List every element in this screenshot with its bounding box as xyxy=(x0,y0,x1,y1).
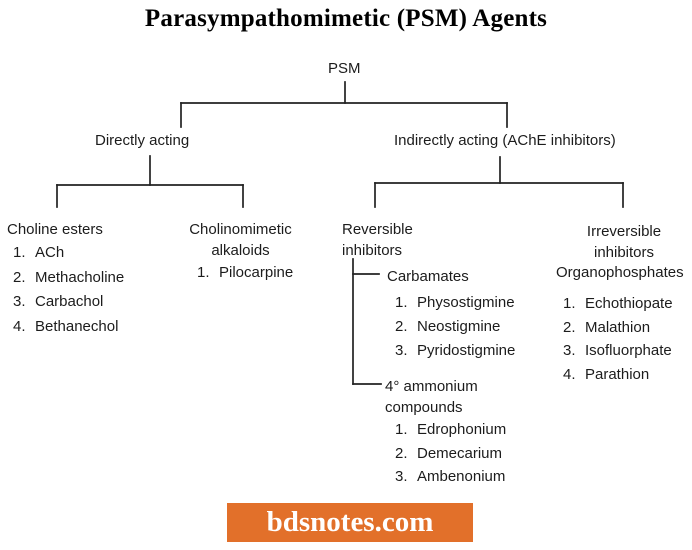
item-number: 1. xyxy=(395,294,408,311)
list-item: 3. Isofluorphate xyxy=(563,339,673,363)
list-item: 2. Methacholine xyxy=(13,266,124,291)
item-name: Parathion xyxy=(585,366,650,384)
list-item: 3. Ambenonium xyxy=(395,465,506,489)
item-name: Pyridostigmine xyxy=(417,342,516,359)
heading-carbamates: Carbamates xyxy=(387,268,469,285)
item-number: 3. xyxy=(395,468,408,485)
ammonium-compounds-list: 1. Edrophonium 2. Demecarium 3. Ambenonium xyxy=(395,418,506,489)
heading-irreversible-inhibitors: Irreversible inhibitors xyxy=(586,223,662,261)
list-item: 3. Carbachol xyxy=(13,290,124,315)
heading-organophosphates: Organophosphates xyxy=(556,264,684,281)
item-number: 4. xyxy=(13,318,26,336)
item-name: Ambenonium xyxy=(417,468,506,485)
item-name: Pilocarpine xyxy=(219,264,294,281)
item-number: 1. xyxy=(395,421,408,438)
item-number: 4. xyxy=(563,366,576,384)
item-number: 1. xyxy=(13,244,26,261)
item-number: 1. xyxy=(563,295,576,312)
choline-esters-list: 1. ACh 2. Methacholine 3. Carbachol 4. Betha… xyxy=(13,241,124,340)
item-name: Methacholine xyxy=(35,268,125,286)
list-item: 3. Pyridostigmine xyxy=(395,339,515,363)
item-number: 2. xyxy=(395,318,408,335)
item-name: Isofluorphate xyxy=(585,342,672,360)
list-item: 4. Parathion xyxy=(563,363,673,387)
heading-cholinomimetic-alkaloids: Cholinomimetic alkaloids xyxy=(189,221,292,259)
list-item: 2. Neostigmine xyxy=(395,315,515,339)
list-item: 1. ACh xyxy=(13,241,124,266)
item-number: 2. xyxy=(13,268,26,286)
item-name: Malathion xyxy=(585,318,651,336)
item-name: ACh xyxy=(35,244,65,261)
item-number: 3. xyxy=(395,342,408,359)
watermark-text: bdsnotes.com xyxy=(266,506,434,538)
item-name: Echothiopate xyxy=(585,295,673,312)
heading-reversible-inhibitors: Reversible inhibitors xyxy=(342,221,413,259)
list-item: 2. Malathion xyxy=(563,316,673,340)
list-item: 1. Edrophonium xyxy=(395,418,506,442)
node-psm: PSM xyxy=(328,60,361,77)
list-item: 1. Echothiopate xyxy=(563,292,673,316)
item-name: Carbachol xyxy=(35,293,104,311)
list-item: 1. Pilocarpine xyxy=(197,261,293,286)
heading-choline-esters: Choline esters xyxy=(7,221,103,238)
item-name: Physostigmine xyxy=(417,294,515,311)
page-title: Parasympathomimetic (PSM) Agents xyxy=(144,5,548,32)
item-number: 3. xyxy=(563,342,576,360)
item-number: 3. xyxy=(13,293,26,311)
carbamates-list: 1. Physostigmine 2. Neostigmine 3. Pyridost… xyxy=(395,291,515,363)
item-name: Bethanechol xyxy=(35,318,119,336)
item-number: 1. xyxy=(197,264,210,281)
item-name: Edrophonium xyxy=(417,421,507,438)
item-number: 2. xyxy=(395,444,408,462)
node-indirectly-acting: Indirectly acting (AChE inhibitors) xyxy=(394,132,616,149)
list-item: 2. Demecarium xyxy=(395,442,506,466)
node-directly-acting: Directly acting xyxy=(95,132,190,149)
cholinomimetic-alkaloids-list: 1. Pilocarpine xyxy=(197,261,293,286)
list-item: 1. Physostigmine xyxy=(395,291,515,315)
item-number: 2. xyxy=(563,318,576,336)
bdsnotes-watermark: bdsnotes.com xyxy=(227,503,473,542)
heading-ammonium-compounds: 4° ammonium compounds xyxy=(385,378,478,416)
organophosphates-list: 1. Echothiopate 2. Malathion 3. Isofluorpha… xyxy=(563,292,673,387)
list-item: 4. Bethanechol xyxy=(13,315,124,340)
item-name: Demecarium xyxy=(417,444,503,462)
item-name: Neostigmine xyxy=(417,318,501,335)
